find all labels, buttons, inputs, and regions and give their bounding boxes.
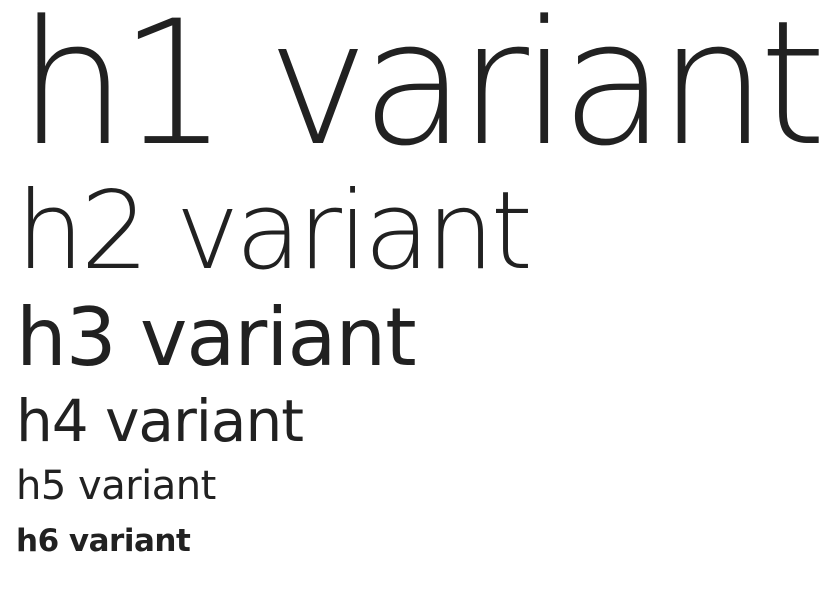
heading-h2-variant: h2 variant bbox=[16, 169, 533, 294]
heading-h1-variant: h1 variant bbox=[18, 0, 825, 184]
heading-h3-variant: h3 variant bbox=[16, 291, 417, 384]
heading-h4-variant: h4 variant bbox=[16, 387, 304, 455]
heading-h5-variant: h5 variant bbox=[16, 463, 216, 509]
typography-variants: h1 variant h2 variant h3 variant h4 vari… bbox=[16, 0, 825, 557]
heading-h6-variant: h6 variant bbox=[16, 523, 191, 559]
